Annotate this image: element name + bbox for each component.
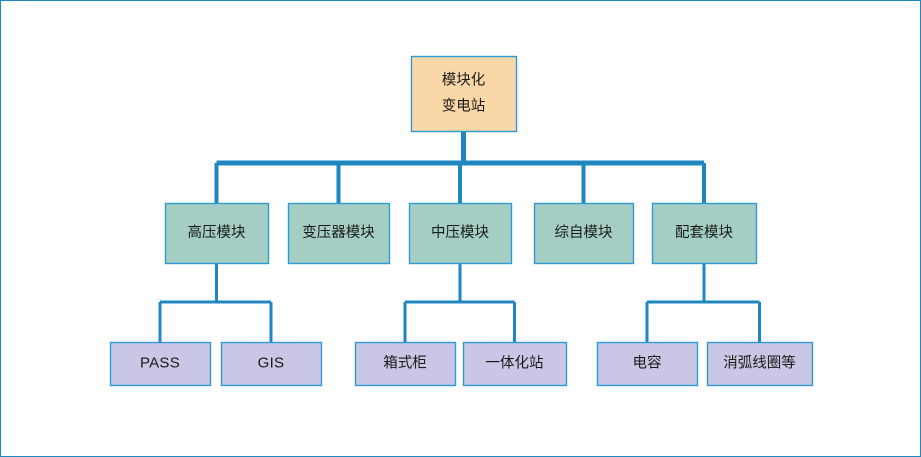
node-box-root[interactable]: [410, 55, 518, 133]
node-integrated[interactable]: 一体化站: [462, 341, 568, 387]
node-label-gis: GIS: [258, 354, 285, 371]
node-auto[interactable]: 综自模块: [533, 202, 635, 265]
node-tx[interactable]: 变压器模块: [287, 202, 391, 265]
node-box-tx[interactable]: [287, 202, 391, 265]
node-label-cabinet: 箱式柜: [383, 354, 427, 371]
node-label-root: 变电站: [442, 97, 486, 114]
node-label-aux: 配套模块: [675, 224, 733, 241]
connector-group-level1: [214, 131, 706, 203]
node-box-hv[interactable]: [164, 202, 270, 265]
node-label-hv: 高压模块: [188, 224, 246, 241]
node-box-gis[interactable]: [220, 341, 323, 387]
node-label-capacitor: 电容: [633, 354, 662, 371]
node-label-pass: PASS: [140, 354, 180, 371]
node-label-tx: 变压器模块: [302, 224, 375, 241]
node-box-aux[interactable]: [651, 202, 758, 265]
node-box-auto[interactable]: [533, 202, 635, 265]
connector-group-level2: [158, 263, 761, 342]
node-label-integrated: 一体化站: [486, 354, 544, 371]
node-label-mv: 中压模块: [431, 224, 489, 241]
node-label-arc-coil: 消弧线圈等: [723, 353, 796, 371]
node-box-integrated[interactable]: [462, 341, 568, 387]
node-aux[interactable]: 配套模块: [651, 202, 758, 265]
node-capacitor[interactable]: 电容: [596, 341, 699, 387]
node-label-root: 模块化: [442, 71, 486, 88]
node-arc-coil[interactable]: 消弧线圈等: [706, 341, 814, 387]
node-pass[interactable]: PASS: [109, 341, 212, 387]
node-box-cabinet[interactable]: [354, 341, 457, 387]
node-box-arc-coil[interactable]: [706, 341, 814, 387]
node-mv[interactable]: 中压模块: [408, 202, 513, 265]
node-hv[interactable]: 高压模块: [164, 202, 270, 265]
node-box-mv[interactable]: [408, 202, 513, 265]
node-cabinet[interactable]: 箱式柜: [354, 341, 457, 387]
node-gis[interactable]: GIS: [220, 341, 323, 387]
node-label-auto: 综自模块: [555, 224, 613, 241]
node-box-capacitor[interactable]: [596, 341, 699, 387]
node-box-pass[interactable]: [109, 341, 212, 387]
